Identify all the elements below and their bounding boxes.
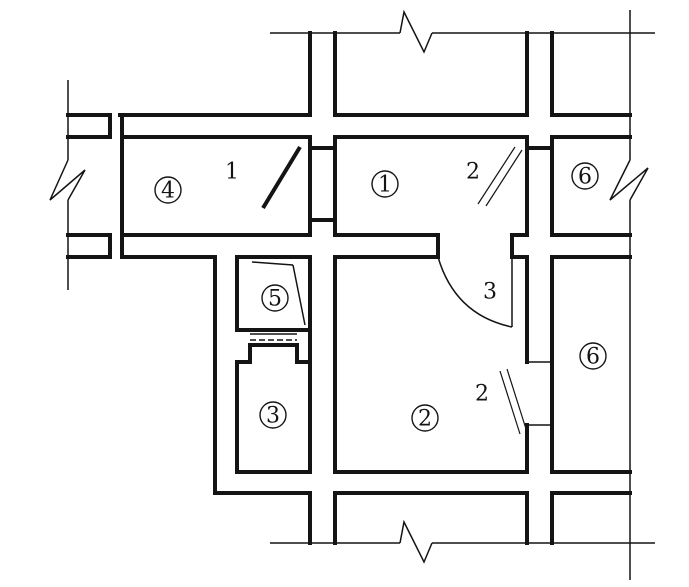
room-5-number: 5 [268, 287, 282, 312]
door-2-upper [477, 146, 523, 207]
room-5-details [250, 261, 306, 341]
upper-structure [118, 31, 632, 117]
room-6b-number: 6 [586, 345, 600, 370]
door-2-upper-label: 2 [466, 160, 480, 185]
corridor-walls [66, 113, 632, 259]
room-4-number: 4 [161, 179, 175, 204]
room-3-number: 3 [266, 404, 280, 429]
door-2-lower-label: 2 [475, 382, 489, 407]
room-2-marker: 2 [411, 404, 439, 432]
wall-opening [527, 361, 552, 426]
room-1-marker: 1 [371, 170, 399, 198]
room-6b-marker: 6 [579, 342, 607, 370]
door-leaf-1 [261, 145, 302, 210]
room-5-marker: 5 [261, 284, 289, 312]
door-2-lower [499, 368, 528, 435]
room-1-number: 1 [378, 173, 392, 198]
room-4-marker: 4 [154, 176, 182, 204]
door-1-label: 1 [225, 160, 239, 185]
room-3-marker: 3 [259, 401, 287, 429]
door-3-swing [437, 256, 513, 328]
room-6a-marker: 6 [571, 162, 599, 190]
lower-structure [120, 255, 632, 545]
room-2-number: 2 [418, 407, 432, 432]
door-3-label: 3 [483, 280, 497, 305]
room-6a-number: 6 [578, 165, 592, 190]
